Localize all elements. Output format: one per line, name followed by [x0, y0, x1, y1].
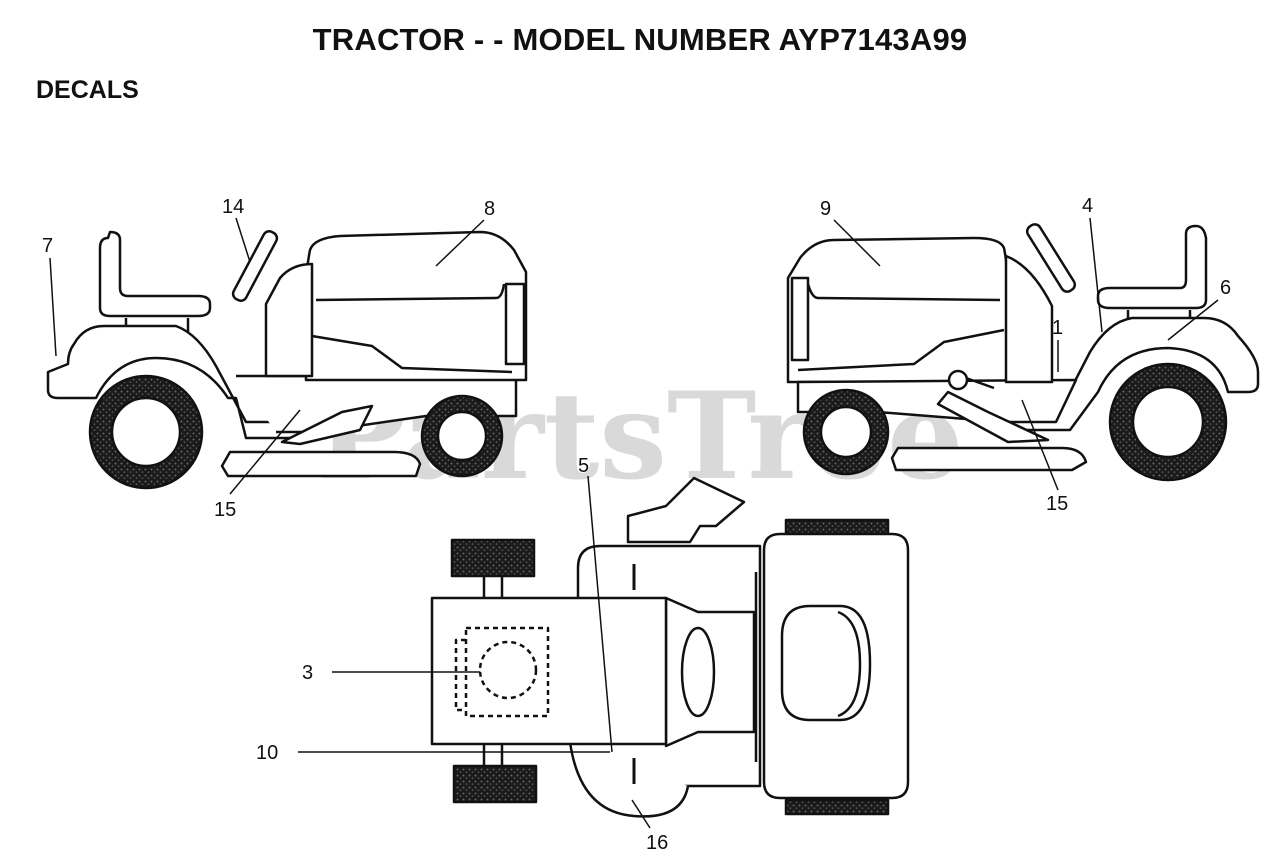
- tractor-left-side-view: [46, 230, 528, 490]
- front-axle-bottom: [482, 742, 504, 766]
- leader-15-right: [1021, 399, 1059, 491]
- callout-1: 1: [1052, 317, 1063, 339]
- tractor-top-view: [430, 476, 910, 818]
- dash-left: [264, 262, 314, 378]
- callout-14: 14: [222, 196, 244, 218]
- leader-lines: [49, 217, 1219, 829]
- leader-6: [1167, 299, 1219, 341]
- seat-right: [1096, 224, 1208, 310]
- steering-wheel-top: [680, 626, 716, 718]
- leader-16: [631, 799, 651, 829]
- hood-side-left: [311, 334, 513, 374]
- leader-9: [833, 219, 881, 267]
- front-hub-right: [819, 405, 873, 459]
- callout-labels: 7 14 8 15 9 4 6 1 15 5 3 10 16: [42, 195, 1231, 854]
- callout-3: 3: [302, 662, 313, 684]
- rear-fender-right: [928, 316, 1260, 432]
- hood-panel-left: [315, 283, 506, 302]
- seat-top-inner: [837, 610, 862, 718]
- front-tire-top-left: [450, 538, 536, 578]
- engine-decal-circle: [478, 640, 538, 700]
- rear-hub-left: [110, 396, 182, 468]
- callout-7: 7: [42, 235, 53, 257]
- callout-6: 6: [1220, 277, 1231, 299]
- callout-4: 4: [1082, 195, 1093, 217]
- seat-left: [98, 230, 212, 318]
- leader-14: [235, 217, 251, 263]
- hood-side-right: [797, 328, 1005, 372]
- rear-hub-right: [1131, 385, 1205, 459]
- callout-15-right: 15: [1046, 493, 1068, 515]
- callout-9: 9: [820, 198, 831, 220]
- diagram-title: TRACTOR - - MODEL NUMBER AYP7143A99: [312, 22, 968, 57]
- grille-left: [504, 282, 526, 366]
- rear-tire-top: [784, 518, 890, 536]
- front-tire-bottom-left: [452, 764, 538, 804]
- leader-7: [49, 257, 57, 357]
- grille-right: [790, 276, 810, 362]
- deck-side-discharge: [626, 476, 746, 544]
- callout-10: 10: [256, 742, 278, 764]
- tractor-right-side-view: [786, 223, 1260, 482]
- callout-8: 8: [484, 198, 495, 220]
- callout-16: 16: [646, 832, 668, 854]
- engine-decal-offset: [454, 638, 466, 712]
- shift-lever-right: [965, 376, 995, 390]
- front-hub-left: [436, 410, 488, 462]
- hood-top: [430, 596, 668, 746]
- section-heading: DECALS: [36, 76, 139, 104]
- mower-deck-left: [220, 450, 422, 478]
- deck-bottom-curve: [568, 741, 690, 818]
- leader-8: [435, 219, 485, 267]
- deck-strap-left: [280, 404, 374, 446]
- engine-decal-outline: [464, 626, 550, 718]
- callout-15-left: 15: [214, 499, 236, 521]
- deck-strap-right: [936, 390, 1050, 444]
- rear-tire-bottom: [784, 798, 890, 816]
- front-axle-top: [482, 576, 504, 600]
- mower-deck-right: [890, 446, 1088, 472]
- hood-right: [786, 236, 1010, 384]
- shift-knob-right: [947, 369, 969, 391]
- steering-wheel-right: [1025, 223, 1077, 293]
- steering-wheel-left: [231, 230, 279, 302]
- leader-4: [1089, 217, 1103, 333]
- leader-5: [587, 475, 613, 753]
- hood-left: [304, 230, 528, 382]
- callout-5: 5: [578, 455, 589, 477]
- rear-fender-left: [46, 324, 398, 440]
- leader-15-left: [229, 409, 301, 495]
- seat-top: [780, 604, 872, 722]
- dash-right: [1004, 254, 1054, 384]
